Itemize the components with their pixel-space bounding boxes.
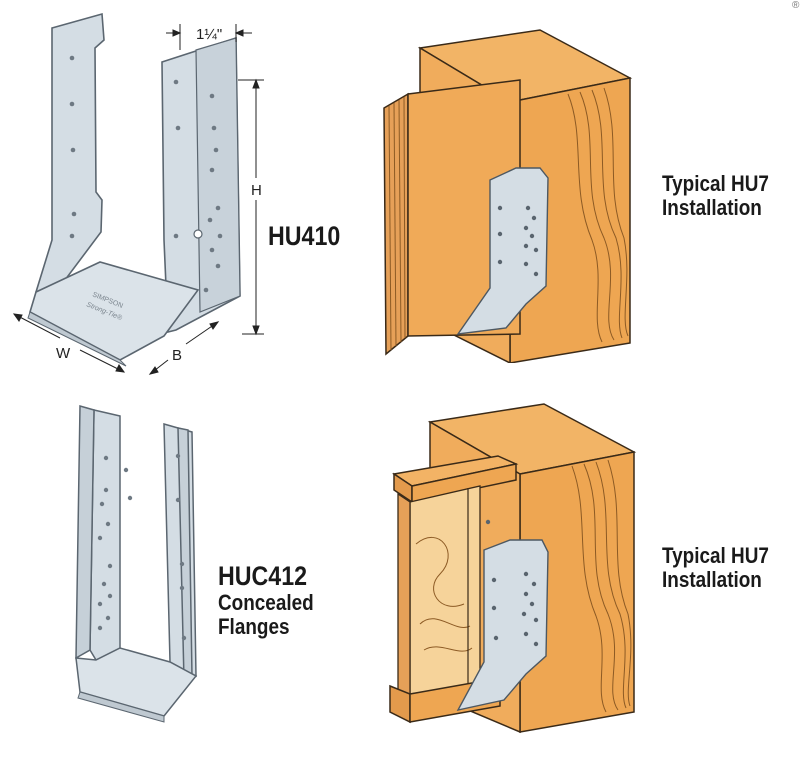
dimension-depth-label: B bbox=[172, 347, 182, 364]
hu410-left-flange bbox=[35, 12, 105, 302]
hu410-nail-holes bbox=[69, 55, 223, 293]
label-hu410: HU410 bbox=[268, 221, 341, 251]
header-grain bbox=[567, 87, 629, 343]
label-install-top-line1: Typical HU7 bbox=[662, 171, 769, 196]
label-install-bottom-line2: Installation bbox=[662, 566, 762, 592]
installed-hanger-holes bbox=[485, 519, 539, 647]
hu410-hanger-drawing: SIMPSON Strong-Tie® 1¼" H W B bbox=[12, 12, 264, 375]
label-install-top-line2: Installation bbox=[662, 194, 762, 220]
installed-hanger bbox=[456, 167, 549, 335]
installation-bottom-drawing bbox=[389, 403, 637, 734]
label-huc412: HUC412 Concealed Flanges bbox=[218, 561, 314, 639]
huc412-back-left-flange bbox=[89, 409, 121, 661]
label-huc412-model: HUC412 bbox=[218, 561, 308, 591]
installed-hanger-holes bbox=[497, 205, 539, 277]
huc412-hanger-drawing bbox=[75, 405, 198, 723]
header-grain bbox=[571, 459, 632, 713]
dimension-height-label: H bbox=[251, 182, 262, 199]
dimension-height bbox=[238, 78, 264, 336]
i-joist-web bbox=[409, 485, 481, 695]
label-install-bottom-line1: Typical HU7 bbox=[662, 543, 769, 568]
label-huc412-sub1: Concealed bbox=[218, 590, 314, 616]
label-install-top: Typical HU7 Installation bbox=[662, 172, 769, 220]
dimension-width-flange bbox=[166, 24, 252, 50]
huc412-nail-holes bbox=[97, 453, 187, 641]
dimension-width bbox=[12, 313, 126, 373]
dimension-flange-label: 1¼" bbox=[196, 26, 222, 43]
corner-registered-mark: ® bbox=[792, 0, 800, 11]
label-install-bottom: Typical HU7 Installation bbox=[662, 544, 769, 592]
installed-hanger bbox=[456, 539, 549, 712]
installation-top-drawing bbox=[383, 29, 633, 363]
dimension-depth bbox=[148, 321, 220, 375]
dimension-width-label: W bbox=[56, 345, 71, 362]
label-huc412-sub2: Flanges bbox=[218, 613, 290, 639]
